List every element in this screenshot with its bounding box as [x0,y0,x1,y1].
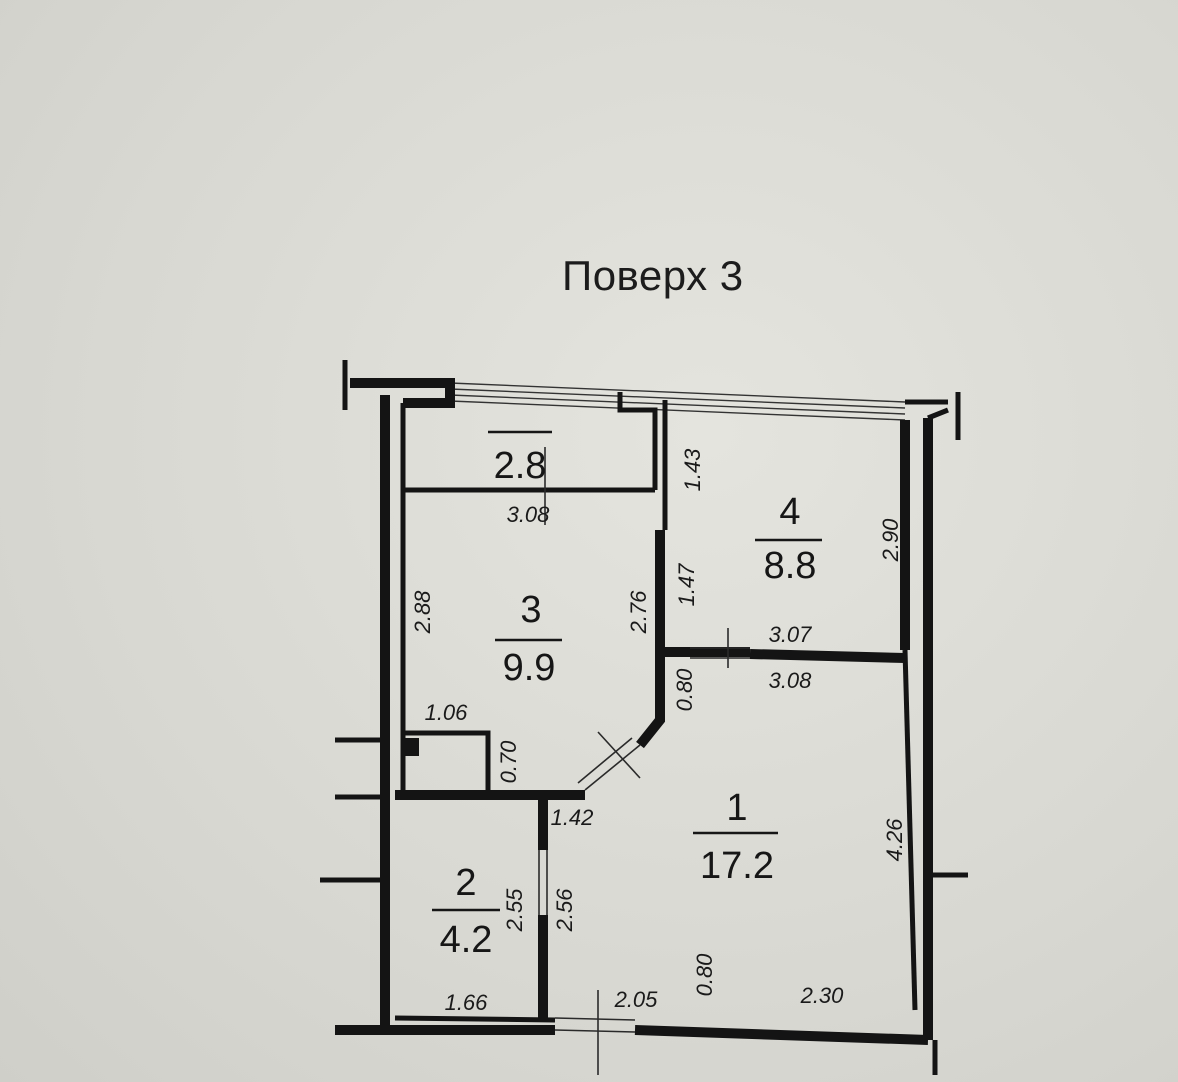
dim-2-30: 2.30 [800,983,845,1008]
dim-0-80-bot: 0.80 [692,953,717,997]
room-1-number: 1 [726,787,747,829]
floor-title: Поверх 3 [562,252,744,299]
dim-3-08-top: 3.08 [507,502,551,527]
dim-1-66: 1.66 [445,990,489,1015]
room-3-area: 9.9 [503,647,556,689]
dim-2-90: 2.90 [878,518,903,563]
room-4-number: 4 [779,491,800,533]
balcony-glazing [449,382,906,421]
dim-2-76: 2.76 [626,590,651,635]
dim-4-26: 4.26 [882,818,907,862]
room-5-area: 2.8 [494,445,547,487]
room-labels: 2.8 3 9.9 4 8.8 1 17.2 2 4.2 [432,430,822,961]
dimension-labels: 3.08 1.43 2.90 2.88 2.76 1.47 3.07 3.08 … [410,448,907,1015]
room-1-area: 17.2 [700,845,774,887]
room-2-area: 4.2 [440,919,493,961]
dim-2-56: 2.56 [552,888,577,933]
room-2-number: 2 [455,862,476,904]
dim-2-05: 2.05 [614,987,659,1012]
dim-0-80-mid: 0.80 [672,668,697,712]
dim-3-08-mid: 3.08 [769,668,813,693]
interior-walls [394,392,906,1023]
room-3-number: 3 [520,589,541,631]
dim-1-06: 1.06 [425,700,469,725]
dim-2-55: 2.55 [502,888,527,933]
dim-1-47: 1.47 [674,563,699,607]
dim-1-43: 1.43 [680,448,705,492]
outer-walls [335,378,949,1045]
dim-2-88: 2.88 [410,590,435,635]
dim-3-07: 3.07 [769,622,813,647]
room-4-area: 8.8 [764,545,817,587]
grid-ticks [320,360,968,1075]
dim-1-42: 1.42 [551,805,594,830]
dim-0-70: 0.70 [496,740,521,784]
